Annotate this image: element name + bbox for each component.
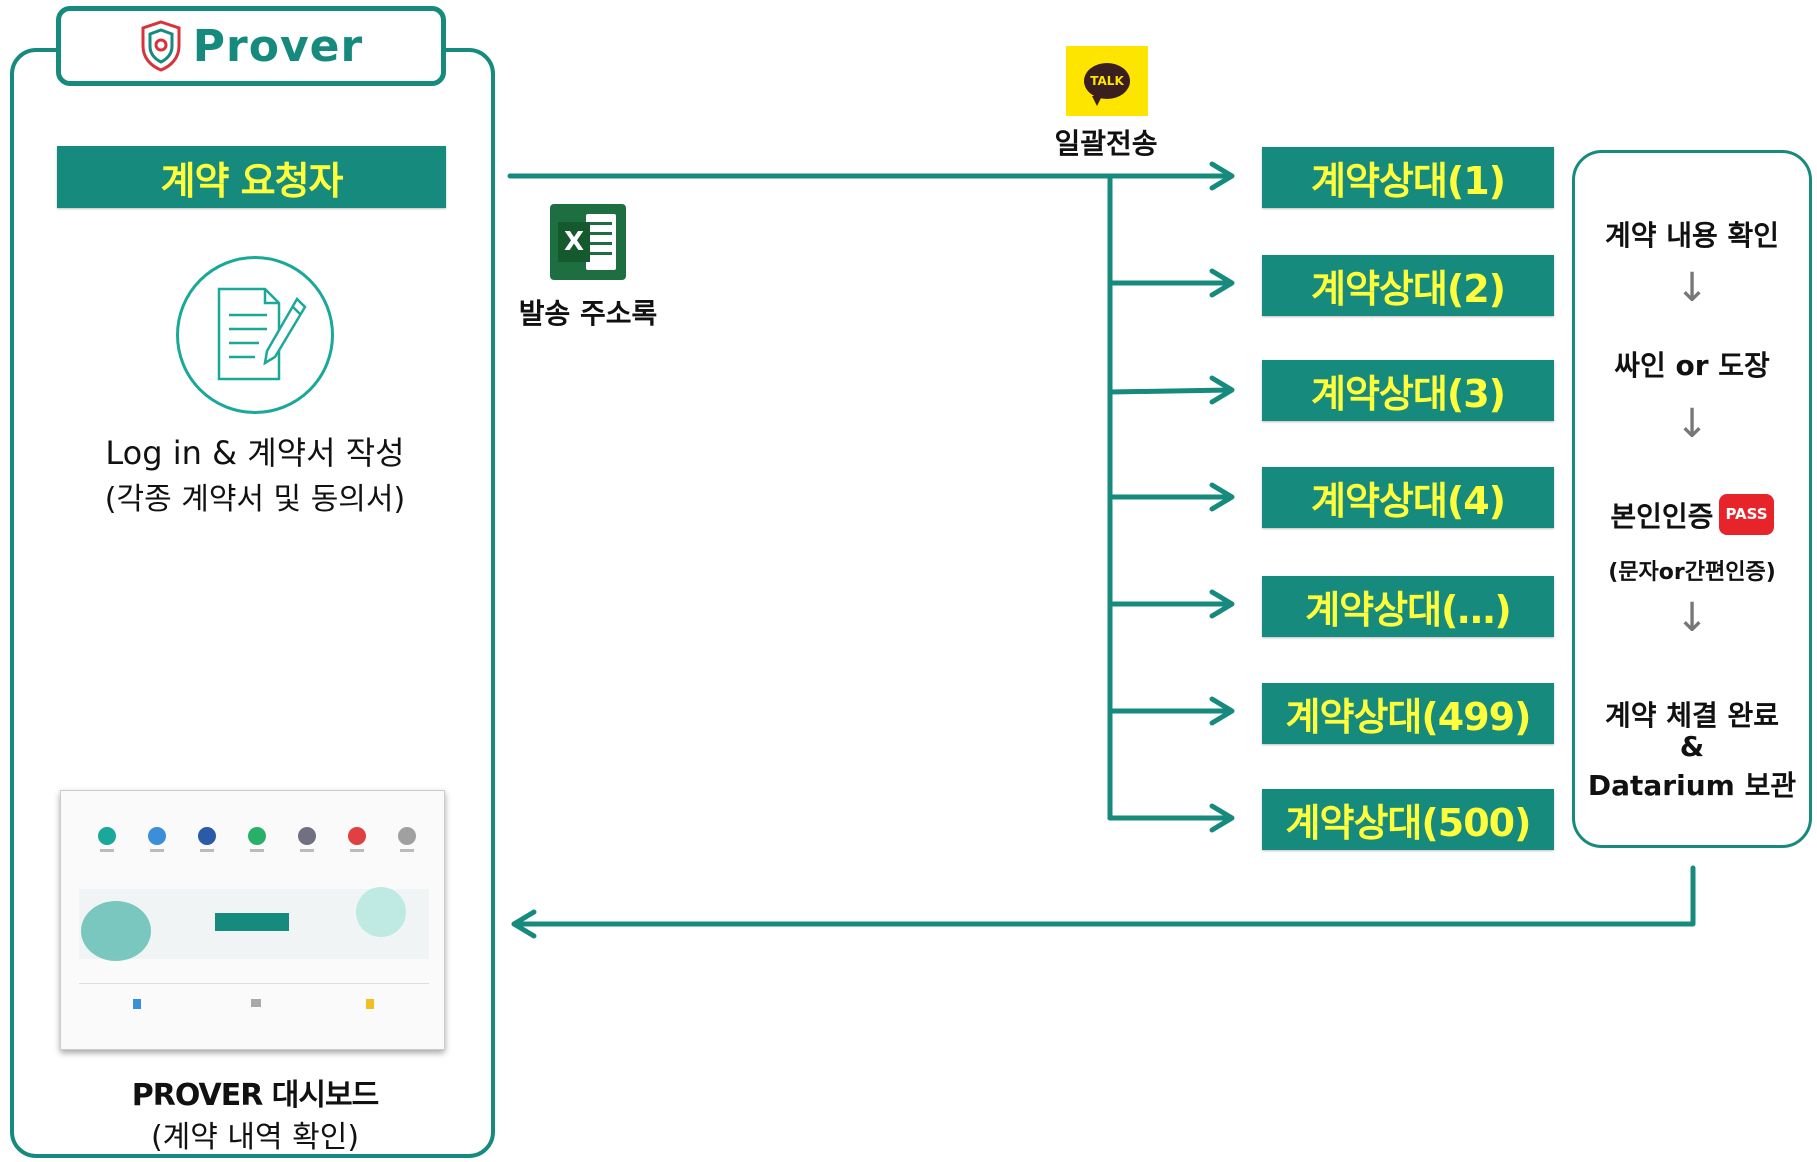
talk-text: TALK — [1090, 74, 1124, 88]
contract-party-4: 계약상대(4) — [1262, 467, 1554, 528]
contract-document-icon — [176, 256, 334, 414]
contract-party-499: 계약상대(499) — [1262, 683, 1554, 744]
return-line — [511, 865, 1696, 927]
login-write-text: Log in & 계약서 작성 — [105, 434, 405, 472]
contract-party-more: 계약상대(…) — [1262, 576, 1554, 637]
excel-icon-letter: X — [558, 222, 590, 262]
contract-party-2: 계약상대(2) — [1262, 255, 1554, 316]
requester-label: 계약 요청자 — [57, 146, 446, 208]
prover-logo: Prover — [56, 6, 446, 86]
address-book-label: 발송 주소록 — [518, 297, 658, 330]
down-arrow-icon: ↓ — [1675, 265, 1709, 311]
down-arrow-icon: ↓ — [1675, 595, 1709, 641]
step-identity-auth: 본인인증 PASS — [1572, 494, 1812, 535]
dashboard-title: PROVER 대시보드 — [131, 1078, 379, 1113]
contract-process-panel — [1572, 150, 1812, 848]
auth-method-note: (문자or간편인증) — [1608, 560, 1776, 585]
step-sign-or-stamp: 싸인 or 도장 — [1614, 349, 1770, 382]
step-complete-amp: & — [1679, 730, 1705, 763]
step-complete: 계약 체결 완료 — [1604, 699, 1780, 732]
contract-party-500: 계약상대(500) — [1262, 789, 1554, 850]
excel-icon: X — [550, 204, 626, 280]
contract-party-3: 계약상대(3) — [1262, 360, 1554, 421]
step-confirm-contract: 계약 내용 확인 — [1604, 219, 1780, 252]
contract-types-text: (각종 계약서 및 동의서) — [104, 482, 406, 517]
dashboard-thumbnail — [60, 790, 445, 1050]
kakaotalk-icon: TALK — [1066, 46, 1148, 116]
bulk-send-label: 일괄전송 — [1054, 127, 1158, 160]
shield-icon — [141, 20, 181, 72]
dashboard-subtitle: (계약 내역 확인) — [150, 1120, 360, 1155]
identity-auth-label: 본인인증 — [1610, 499, 1714, 533]
pass-badge-icon: PASS — [1719, 494, 1774, 535]
contract-party-1: 계약상대(1) — [1262, 147, 1554, 208]
step-datarium-storage: Datarium 보관 — [1587, 769, 1797, 802]
brand-name: Prover — [192, 20, 364, 72]
down-arrow-icon: ↓ — [1675, 401, 1709, 447]
